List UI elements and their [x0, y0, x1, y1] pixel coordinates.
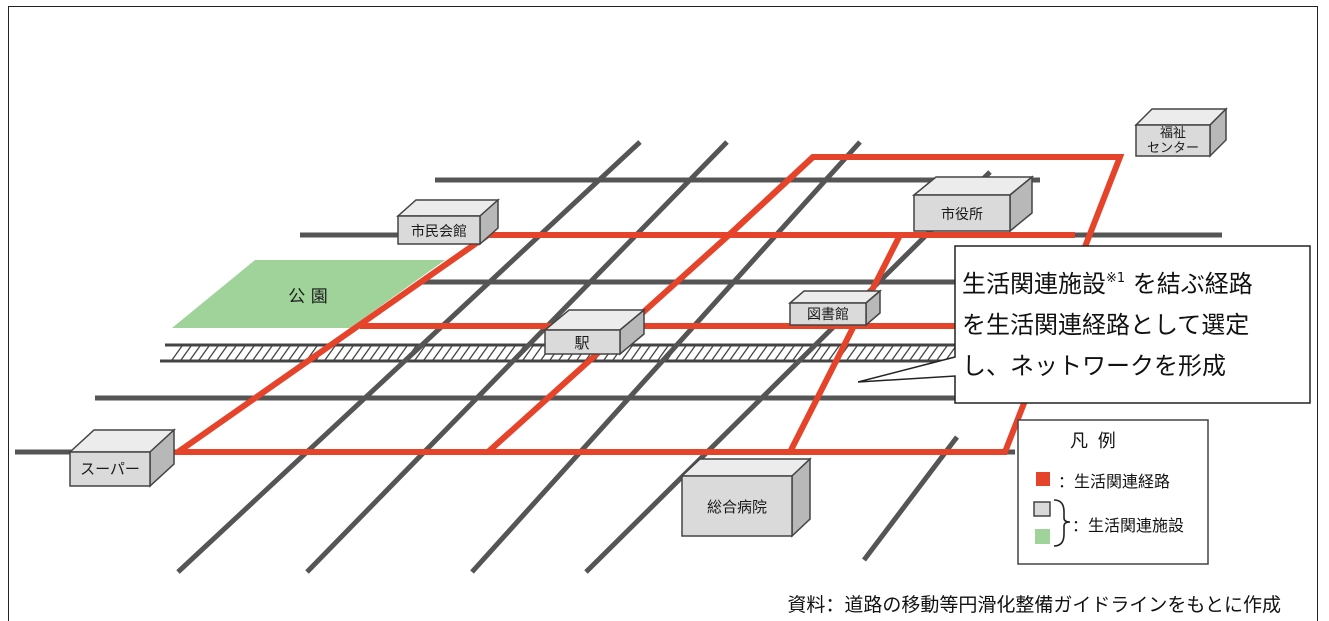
legend-route-swatch — [1036, 472, 1050, 486]
building-station — [542, 308, 647, 356]
building-library — [787, 289, 883, 327]
library-label: 図書館 — [807, 306, 849, 323]
legend-facility-label: ：生活関連施設 — [1072, 516, 1185, 535]
callout-line-3: し、ネットワークを形成 — [962, 352, 1226, 380]
callout-bubble — [857, 245, 1311, 404]
welfare-center-label-2: センター — [1147, 141, 1199, 156]
callout-line-1: 生活関連施設※1 を結ぶ経路 — [962, 258, 1302, 305]
civic-hall-label: 市民会館 — [411, 223, 467, 240]
legend-park-swatch — [1035, 529, 1050, 544]
welfare-center-label-1: 福祉 — [1160, 126, 1186, 141]
city-hall-label: 市役所 — [941, 206, 983, 223]
legend-route-label: ：生活関連経路 — [1058, 472, 1171, 491]
building-hospital — [680, 457, 812, 538]
building-city-hall — [911, 175, 1035, 233]
callout-line-1-pre: 生活関連施設 — [962, 270, 1106, 298]
supermarket-label: スーパー — [80, 460, 140, 478]
building-civic-hall — [396, 198, 500, 246]
callout-line-2: を生活関連経路として選定 — [962, 311, 1250, 339]
legend-title: 凡 例 — [1070, 431, 1118, 452]
hospital-label: 総合病院 — [707, 498, 767, 516]
building-welfare-center — [1134, 107, 1228, 158]
station-label: 駅 — [574, 334, 589, 352]
life-route-network — [168, 154, 1125, 455]
park-area — [172, 260, 445, 328]
callout-text: 生活関連施設※1 を結ぶ経路 を生活関連経路として選定 し、ネットワークを形成 — [962, 258, 1302, 387]
legend-building-swatch — [1033, 501, 1051, 517]
legend-brace — [1053, 499, 1071, 547]
source-note: 資料：道路の移動等円滑化整備ガイドラインをもとに作成 — [787, 594, 1281, 616]
figure-frame — [8, 6, 1318, 621]
park-label: 公 園 — [288, 287, 327, 307]
building-supermarket — [68, 428, 176, 488]
callout-line-1-post: を結ぶ経路 — [1125, 270, 1253, 298]
callout-footnote-mark: ※1 — [1106, 271, 1126, 286]
